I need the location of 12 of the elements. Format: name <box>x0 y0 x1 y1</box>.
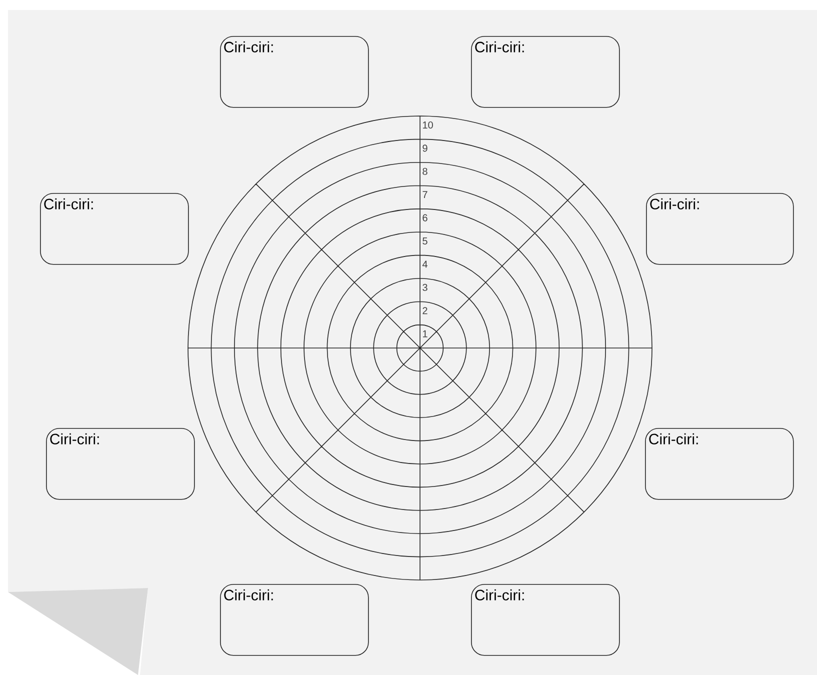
text-box: Ciri-ciri: <box>645 428 794 500</box>
ring-number: 2 <box>421 306 429 316</box>
text-box: Ciri-ciri: <box>220 584 369 656</box>
text-box: Ciri-ciri: <box>40 193 189 265</box>
text-box: Ciri-ciri: <box>220 36 369 108</box>
ring-number: 9 <box>421 144 429 153</box>
text-box: Ciri-ciri: <box>646 193 794 265</box>
text-box: Ciri-ciri: <box>471 36 620 108</box>
text-box: Ciri-ciri: <box>471 584 620 656</box>
ring-number: 5 <box>421 236 429 246</box>
ring-number: 7 <box>421 190 429 200</box>
text-box: Ciri-ciri: <box>46 428 195 500</box>
